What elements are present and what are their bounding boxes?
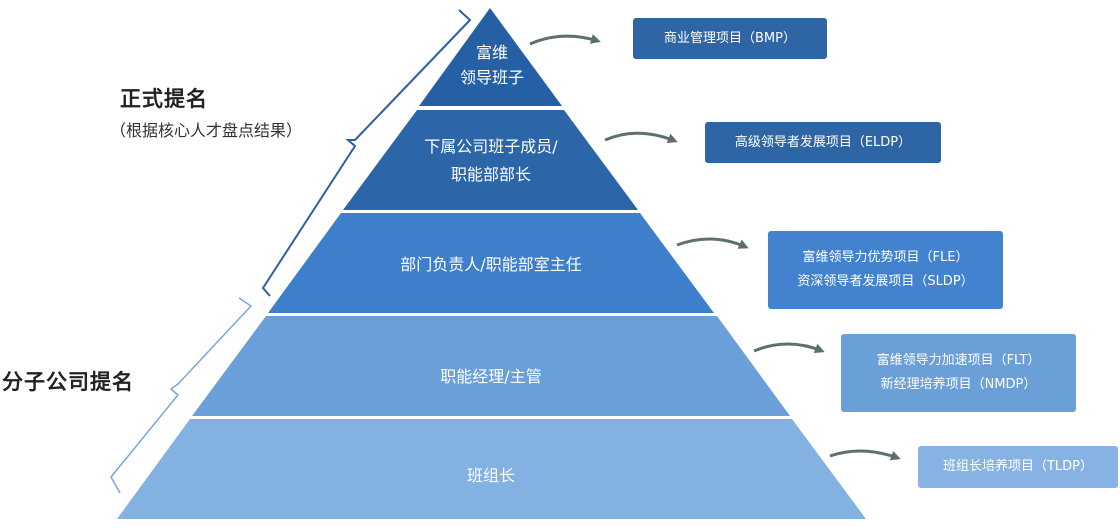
layer-1-label-line-2: 领导班子 <box>460 68 524 87</box>
program-sldp-label: 资深领导者发展项目（SLDP） <box>797 274 974 289</box>
layer-4-label: 职能经理/主管 <box>440 367 541 386</box>
pyramid-layer-3 <box>268 213 714 313</box>
formal-nomination-subtitle: （根据核心人才盘点结果） <box>110 121 303 140</box>
program-eldp-label: 高级领导者发展项目（ELDP） <box>734 134 912 150</box>
pyramid-layer-1 <box>419 8 562 106</box>
program-bmp-label: 商业管理项目（BMP） <box>664 30 796 46</box>
layer-2-label-line-2: 职能部部长 <box>451 165 531 184</box>
program-tldp-label: 班组长培养项目（TLDP） <box>942 459 1094 474</box>
program-box-bmp: 商业管理项目（BMP） <box>633 18 827 59</box>
program-nmdp-label: 新经理培养项目（NMDP） <box>880 377 1037 392</box>
program-box-flt-nmdp: 富维领导力加速项目（FLT） 新经理培养项目（NMDP） <box>841 334 1076 412</box>
pyramid-layer-4 <box>192 316 790 416</box>
program-box-tldp: 班组长培养项目（TLDP） <box>918 446 1118 488</box>
arrow-to-program-1 <box>529 34 601 46</box>
subsidiary-nomination-title: 分子公司提名 <box>2 370 134 394</box>
pyramid-layer-2 <box>343 110 638 210</box>
layer-5-label: 班组长 <box>467 466 515 485</box>
arrow-to-program-2 <box>604 131 678 144</box>
pyramid-layer-5 <box>117 419 866 519</box>
subsidiary-nomination-bracket <box>110 297 253 494</box>
arrow-to-program-4 <box>753 342 825 353</box>
program-box-eldp: 高级领导者发展项目（ELDP） <box>705 122 941 163</box>
layer-2-label-line-1: 下属公司班子成员/ <box>424 137 558 156</box>
program-fle-label: 富维领导力优势项目（FLE） <box>802 250 969 265</box>
arrow-to-program-3 <box>676 237 749 249</box>
formal-nomination-title: 正式提名 <box>120 87 208 111</box>
connector-arrows <box>529 34 901 461</box>
pyramid: 富维 领导班子 下属公司班子成员/ 职能部部长 部门负责人/职能部室主任 职能经… <box>117 8 866 519</box>
formal-nomination-bracket <box>261 9 472 297</box>
layer-1-label-line-1: 富维 <box>476 43 508 62</box>
program-flt-label: 富维领导力加速项目（FLT） <box>876 353 1041 368</box>
layer-3-label: 部门负责人/职能部室主任 <box>400 255 581 274</box>
arrow-to-program-5 <box>829 449 901 461</box>
program-box-fle-sldp: 富维领导力优势项目（FLE） 资深领导者发展项目（SLDP） <box>768 231 1003 309</box>
